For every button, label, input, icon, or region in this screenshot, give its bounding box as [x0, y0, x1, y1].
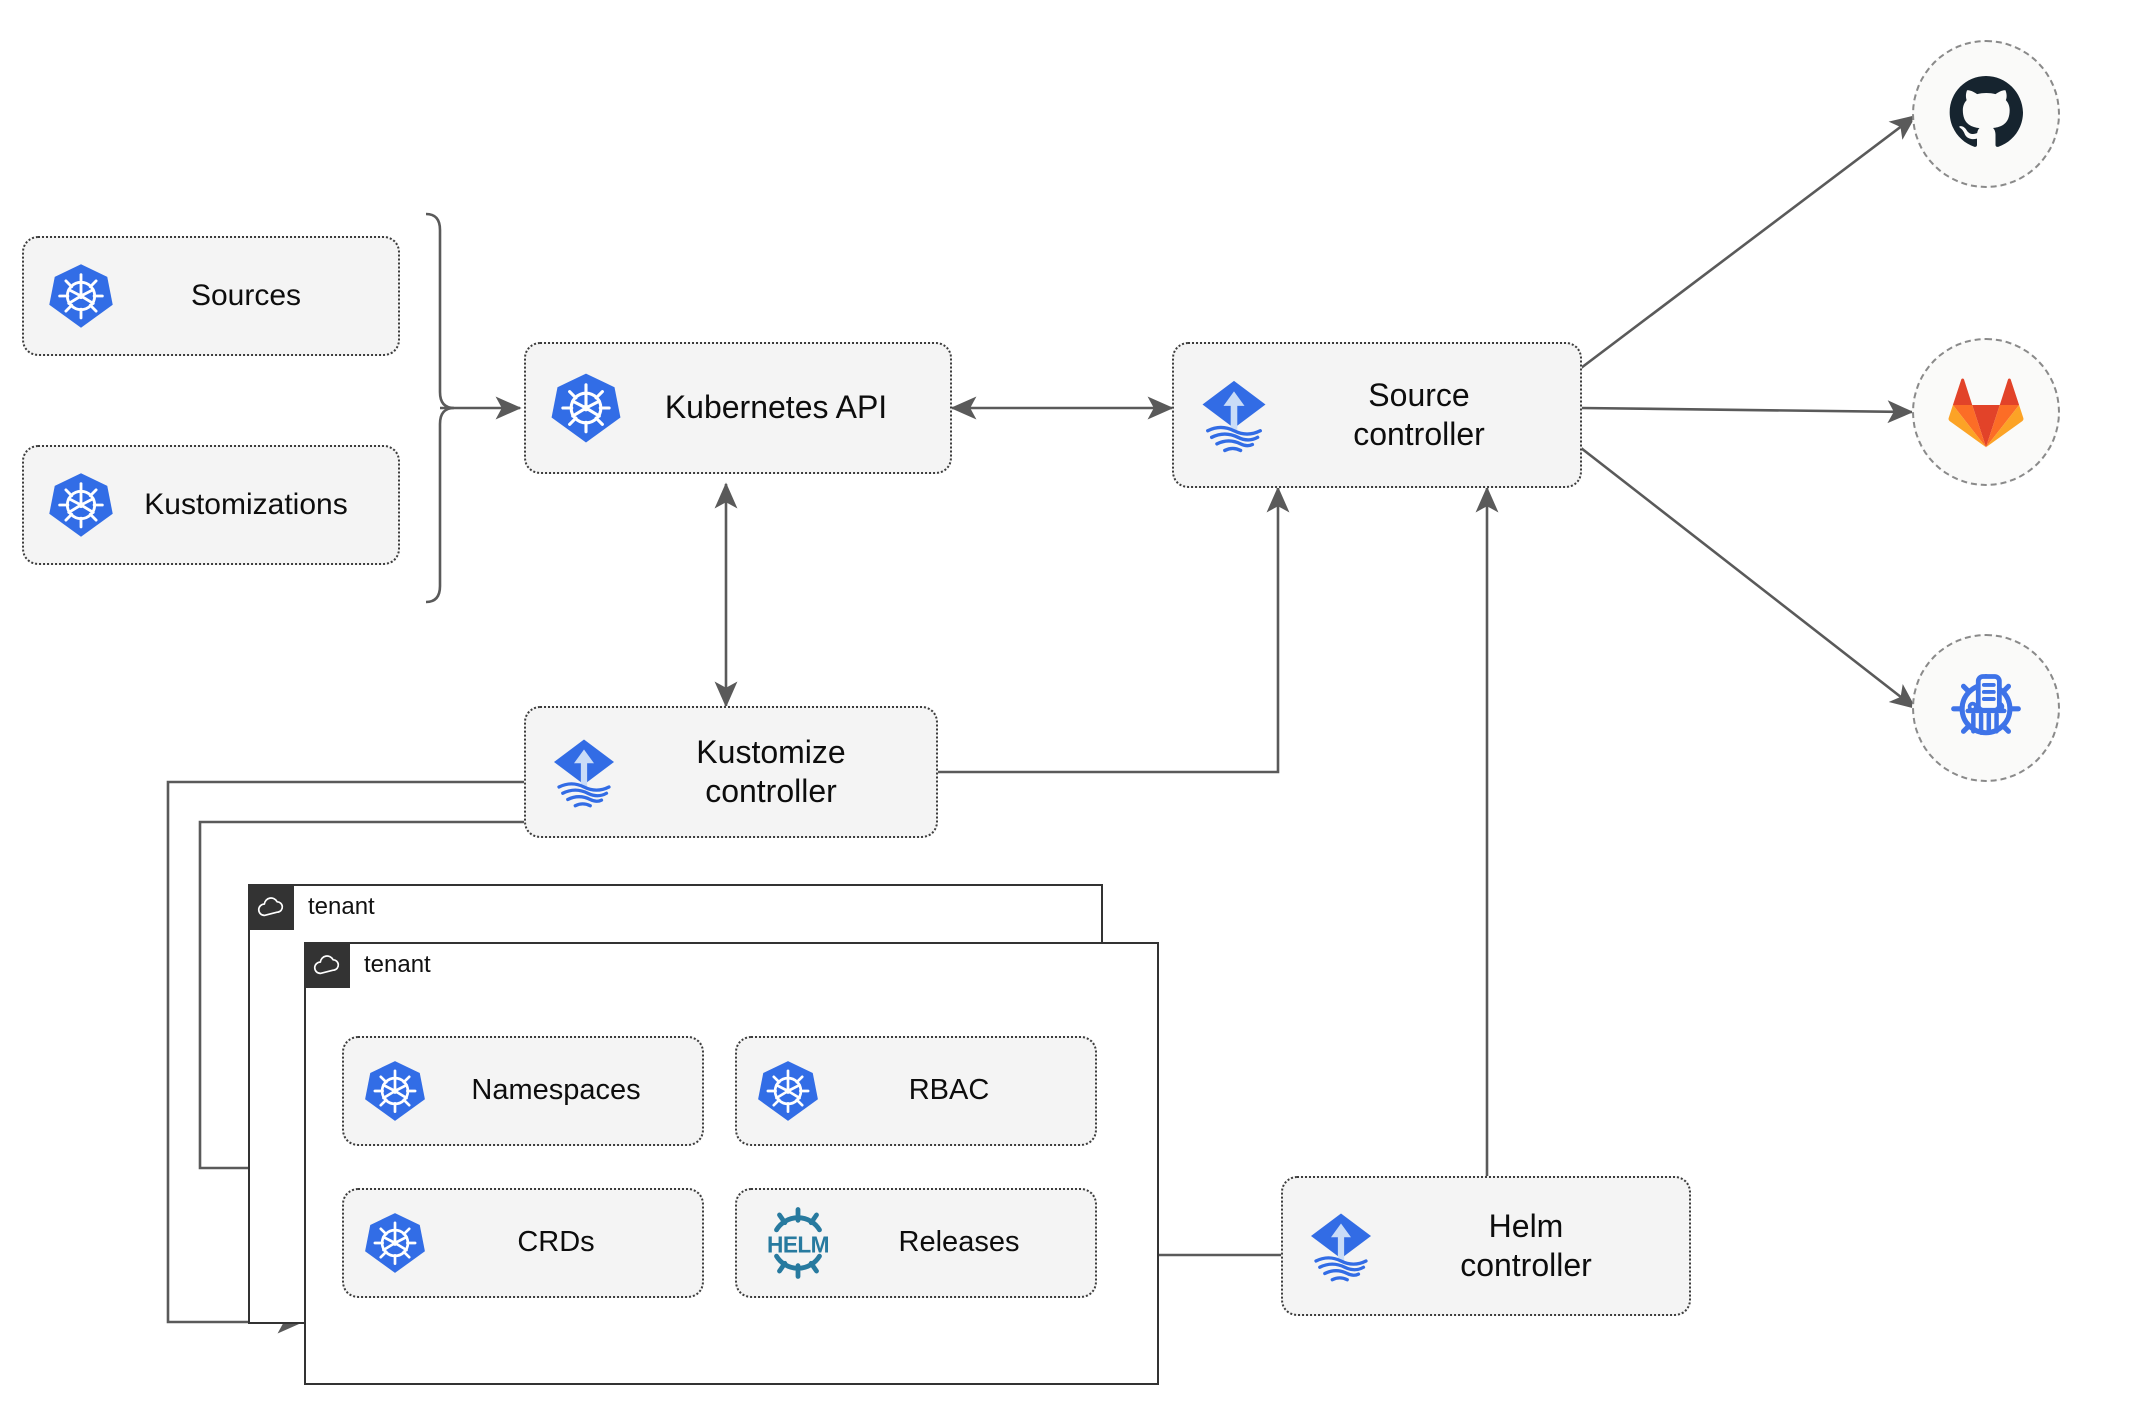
provider-github[interactable] — [1912, 40, 2060, 188]
card-sources[interactable]: Sources — [22, 236, 400, 356]
card-releases[interactable]: HELM Releases — [735, 1188, 1097, 1298]
provider-bucket[interactable] — [1912, 634, 2060, 782]
kubernetes-icon — [548, 370, 624, 446]
flux-icon — [544, 732, 624, 812]
cloud-icon — [248, 884, 294, 930]
card-label: Namespaces — [471, 1074, 641, 1107]
node-label: Kubernetes API — [664, 389, 888, 426]
gitlab-icon — [1944, 371, 2028, 454]
wire-source-to-bucket — [1580, 446, 1917, 710]
helm-icon: HELM — [755, 1207, 841, 1279]
kubernetes-icon — [755, 1058, 821, 1124]
card-rbac[interactable]: RBAC — [735, 1036, 1097, 1146]
node-label: Helm controller — [1460, 1207, 1592, 1283]
card-label: Sources — [190, 278, 302, 312]
svg-text:HELM: HELM — [767, 1232, 829, 1258]
node-label: Kustomize controller — [696, 733, 846, 809]
flux-icon — [1301, 1206, 1381, 1286]
wire-source-to-github — [1580, 114, 1917, 370]
node-kustomize-controller[interactable]: Kustomize controller — [524, 706, 938, 838]
node-helm-controller[interactable]: Helm controller — [1281, 1176, 1691, 1316]
wire-source-to-gitlab — [1580, 400, 1914, 424]
provider-gitlab[interactable] — [1912, 338, 2060, 486]
kubernetes-icon — [362, 1210, 428, 1276]
node-source-controller[interactable]: Source controller — [1172, 342, 1582, 488]
node-label: Source controller — [1353, 376, 1485, 452]
node-kubernetes-api[interactable]: Kubernetes API — [524, 342, 952, 474]
card-label: RBAC — [908, 1074, 990, 1107]
tenant-label: tenant — [364, 951, 431, 978]
tenant-panel-inner[interactable] — [304, 942, 1159, 1385]
cloud-icon — [304, 942, 350, 988]
github-icon — [1946, 72, 2026, 157]
card-crds[interactable]: CRDs — [342, 1188, 704, 1298]
card-label: CRDs — [517, 1226, 595, 1259]
flux-icon — [1192, 373, 1276, 457]
tenant-label: tenant — [308, 893, 375, 920]
card-label: Kustomizations — [144, 487, 348, 521]
wire-kustomize-to-source — [938, 486, 1290, 774]
kubernetes-icon — [46, 261, 116, 331]
wire-sources-bracket — [425, 212, 455, 604]
card-namespaces[interactable]: Namespaces — [342, 1036, 704, 1146]
kubernetes-icon — [46, 470, 116, 540]
card-label: Releases — [898, 1226, 1020, 1259]
kubernetes-icon — [362, 1058, 428, 1124]
bucket-icon — [1941, 661, 2031, 756]
card-kustomizations[interactable]: Kustomizations — [22, 445, 400, 565]
tenant-header-inner: tenant — [304, 942, 431, 988]
tenant-header-outer: tenant — [248, 884, 375, 930]
